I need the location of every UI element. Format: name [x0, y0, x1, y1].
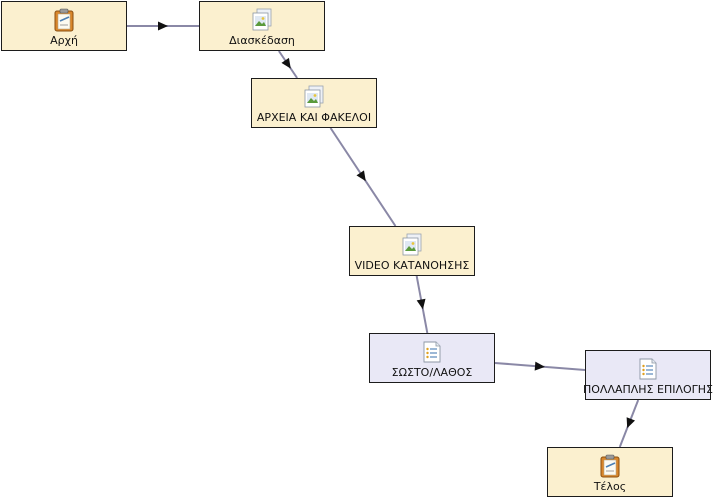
- node-label: Τέλος: [593, 480, 627, 493]
- clipboard-icon: [600, 454, 620, 478]
- node-label: ΠΟΛΛΑΠΛΗΣ ΕΠΙΛΟΓΗΣ: [582, 383, 714, 396]
- node-true-false[interactable]: ΣΩΣΤΟ/ΛΑΘΟΣ: [369, 333, 495, 383]
- node-end[interactable]: Τέλος: [547, 447, 673, 497]
- image-page-icon: [252, 8, 272, 31]
- node-label: VIDEO ΚΑΤΑΝΟΗΣΗΣ: [354, 259, 470, 272]
- arrowhead: [281, 57, 291, 69]
- node-label: Διασκέδαση: [229, 34, 295, 47]
- node-label: Αρχή: [50, 34, 78, 47]
- list-document-icon: [423, 341, 441, 363]
- arrowhead: [158, 21, 168, 31]
- node-label: ΑΡΧΕΙΑ ΚΑΙ ΦΑΚΕΛΟΙ: [256, 111, 372, 124]
- node-start[interactable]: Αρχή: [1, 1, 127, 51]
- list-document-icon: [639, 358, 657, 380]
- node-label: ΣΩΣΤΟ/ΛΑΘΟΣ: [391, 366, 473, 379]
- arrowhead: [356, 170, 366, 182]
- image-page-icon: [304, 85, 324, 108]
- node-video[interactable]: VIDEO ΚΑΤΑΝΟΗΣΗΣ: [349, 226, 475, 276]
- arrowhead: [416, 298, 426, 310]
- clipboard-icon: [54, 8, 74, 32]
- node-files[interactable]: ΑΡΧΕΙΑ ΚΑΙ ΦΑΚΕΛΟΙ: [251, 78, 377, 128]
- node-fun[interactable]: Διασκέδαση: [199, 1, 325, 51]
- arrowhead: [626, 417, 636, 429]
- node-multiple-choice[interactable]: ΠΟΛΛΑΠΛΗΣ ΕΠΙΛΟΓΗΣ: [582, 350, 714, 400]
- image-page-icon: [402, 233, 422, 256]
- arrowhead: [534, 361, 545, 371]
